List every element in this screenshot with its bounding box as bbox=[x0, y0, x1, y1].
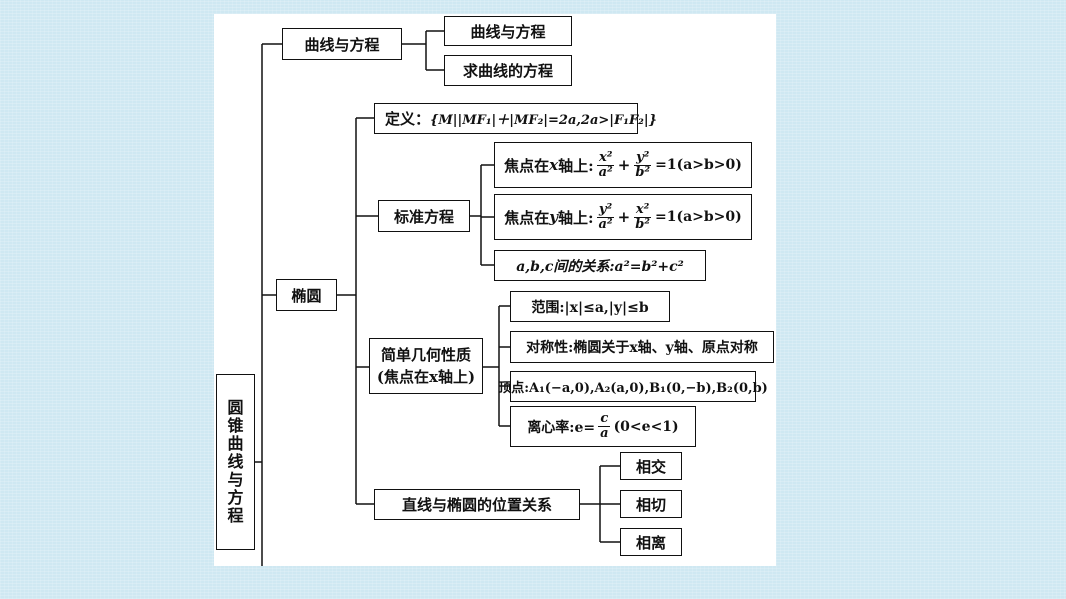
root-label: 圆锥曲线与方程 bbox=[227, 399, 243, 525]
intersect-node: 相交 bbox=[620, 452, 682, 480]
standard-equation-label: 标准方程 bbox=[393, 207, 454, 226]
tangent-node: 相切 bbox=[620, 490, 682, 518]
curve-equation-child-2-label: 求曲线的方程 bbox=[462, 62, 553, 80]
definition-node: 定义： {M||MF₁|＋|MF₂|=2a,2a>|F₁F₂|} bbox=[374, 103, 657, 134]
tangent-label: 相切 bbox=[635, 495, 666, 514]
separate-label: 相离 bbox=[635, 533, 666, 552]
geometry-properties-node: 简单几何性质 (焦点在x轴上) bbox=[369, 338, 483, 394]
fraction-numerator: x² bbox=[596, 149, 615, 166]
geometry-label-line1: 简单几何性质 bbox=[380, 346, 471, 364]
definition-expression: {M||MF₁|＋|MF₂|=2a,2a>|F₁F₂|} bbox=[430, 113, 657, 128]
symmetry-node: 对称性:椭圆关于x轴、y轴、原点对称 bbox=[510, 331, 774, 363]
x-axis-variable: x bbox=[549, 156, 559, 174]
fraction-denominator: b² bbox=[635, 164, 651, 180]
range-label: 范围:|x|≤a,|y|≤b bbox=[531, 299, 649, 316]
abc-relation-node: a,b,c间的关系:a²=b²+c² bbox=[494, 250, 706, 281]
eccentricity-tail: (0<e<1) bbox=[613, 418, 679, 435]
y-axis-prefix: 焦点在 bbox=[504, 208, 550, 227]
standard-equation-node: 标准方程 bbox=[378, 200, 470, 232]
range-node: 范围:|x|≤a,|y|≤b bbox=[510, 291, 670, 322]
y-axis-variable: y bbox=[549, 208, 558, 226]
y-axis-suffix: 轴上: bbox=[557, 208, 594, 227]
fraction-numerator: c bbox=[598, 411, 611, 427]
fraction-numerator: y² bbox=[596, 201, 615, 218]
plus-sign: + bbox=[617, 156, 631, 174]
root-char: 曲 bbox=[227, 434, 244, 453]
concept-map: 圆锥曲线与方程 曲线与方程 曲线与方程 求曲线的方程 椭圆 定义： {M||MF… bbox=[214, 14, 776, 566]
curve-equation-child-1-label: 曲线与方程 bbox=[470, 22, 546, 41]
root-char: 线 bbox=[227, 452, 244, 471]
x-axis-suffix: 轴上: bbox=[558, 156, 594, 175]
fraction-denominator: a bbox=[600, 426, 609, 441]
fraction-denominator: a² bbox=[598, 216, 613, 232]
x-axis-prefix: 焦点在 bbox=[504, 156, 550, 175]
fraction-numerator: y² bbox=[634, 149, 652, 166]
line-ellipse-relation-label: 直线与椭圆的位置关系 bbox=[401, 496, 552, 514]
root-char: 方 bbox=[227, 488, 244, 507]
curve-equation-child-1: 曲线与方程 bbox=[444, 16, 572, 46]
vertices-label: 顶点:A₁(−a,0),A₂(a,0),B₁(0,−b),B₂(0,b) bbox=[498, 381, 768, 396]
root-char: 与 bbox=[227, 470, 244, 489]
line-ellipse-relation-node: 直线与椭圆的位置关系 bbox=[374, 489, 580, 520]
curve-equation-label: 曲线与方程 bbox=[304, 35, 380, 54]
geometry-label-line2: (焦点在x轴上) bbox=[376, 368, 476, 386]
root-char: 锥 bbox=[227, 416, 244, 435]
curve-equation-node: 曲线与方程 bbox=[282, 28, 402, 60]
intersect-label: 相交 bbox=[635, 457, 666, 476]
vertices-node: 顶点:A₁(−a,0),A₂(a,0),B₁(0,−b),B₂(0,b) bbox=[498, 371, 768, 402]
abc-relation-label: a,b,c间的关系:a²=b²+c² bbox=[516, 258, 684, 275]
separate-node: 相离 bbox=[620, 528, 682, 556]
connector-lines bbox=[255, 30, 620, 566]
y-axis-tail: =1(a>b>0) bbox=[654, 209, 742, 225]
root-node: 圆锥曲线与方程 bbox=[216, 374, 255, 550]
plus-sign: + bbox=[617, 208, 631, 226]
fraction-denominator: a² bbox=[598, 164, 613, 180]
symmetry-label: 对称性:椭圆关于x轴、y轴、原点对称 bbox=[526, 340, 758, 356]
ellipse-node: 椭圆 bbox=[276, 279, 337, 311]
fraction-denominator: b² bbox=[635, 216, 650, 232]
definition-prefix: 定义： bbox=[385, 110, 431, 128]
ellipse-label: 椭圆 bbox=[291, 286, 322, 305]
root-char: 圆 bbox=[227, 398, 244, 417]
x-axis-tail: =1(a>b>0) bbox=[655, 157, 742, 173]
eccentricity-prefix: 离心率:e= bbox=[527, 419, 596, 436]
curve-equation-child-2: 求曲线的方程 bbox=[444, 55, 572, 86]
fraction-numerator: x² bbox=[633, 201, 652, 218]
root-char: 程 bbox=[227, 506, 244, 525]
